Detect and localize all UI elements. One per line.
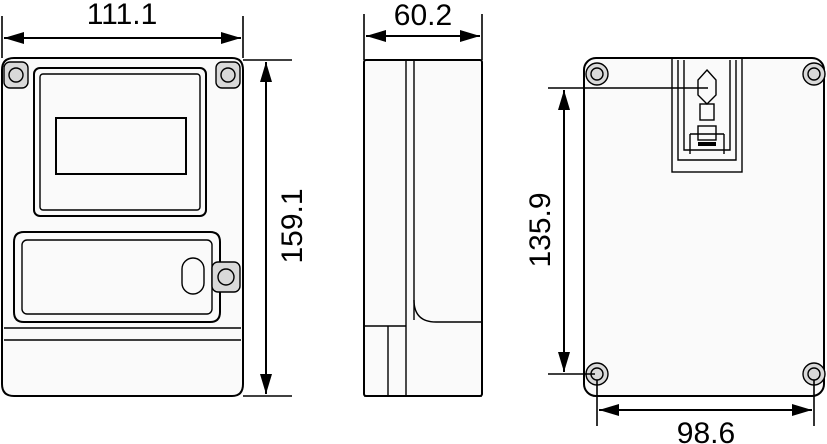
mount-ear-right bbox=[215, 61, 241, 89]
front-width-label: 111.1 bbox=[87, 0, 158, 31]
mount-ear-left bbox=[3, 61, 29, 89]
front-view bbox=[1, 57, 244, 397]
back-horizontal-label: 98.6 bbox=[677, 417, 735, 444]
back-vertical-label: 135.9 bbox=[524, 192, 557, 267]
dimension-back-horizontal: 98.6 bbox=[596, 380, 815, 444]
back-view bbox=[583, 57, 826, 397]
side-depth-label: 60.2 bbox=[394, 0, 452, 32]
dimension-back-vertical: 135.9 bbox=[524, 87, 708, 375]
dimension-front-height: 159.1 bbox=[243, 59, 309, 397]
front-height-label: 159.1 bbox=[276, 188, 309, 263]
dimension-side-depth: 60.2 bbox=[363, 0, 483, 60]
side-view bbox=[363, 59, 483, 397]
terminal-screw-right bbox=[211, 261, 241, 293]
display-window bbox=[55, 117, 187, 175]
mount-hole-top-right bbox=[802, 62, 826, 86]
hanging-bracket bbox=[671, 57, 743, 173]
dimension-front-width: 111.1 bbox=[1, 0, 244, 58]
mount-hole-top-left bbox=[585, 62, 609, 86]
